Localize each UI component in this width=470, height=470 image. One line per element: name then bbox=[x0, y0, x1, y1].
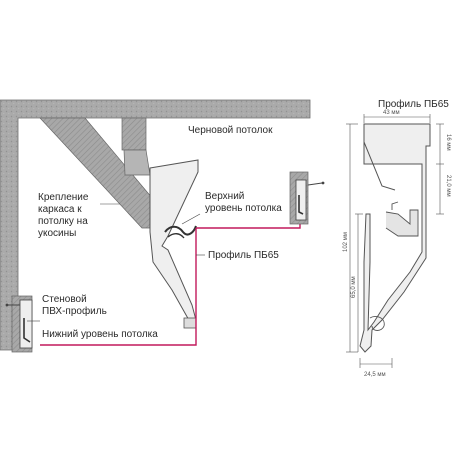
dimension-lines bbox=[346, 114, 444, 368]
label-rough-ceiling: Черновой потолок bbox=[188, 125, 273, 136]
label-frame-mount-line-1: Крепление bbox=[38, 192, 89, 203]
dim-total: 102 мм bbox=[343, 232, 349, 252]
dim-seg-65: 65,0 мм bbox=[351, 276, 357, 298]
profile-section bbox=[359, 123, 431, 353]
dim-bottom-width: 24,5 мм bbox=[364, 372, 386, 378]
label-frame-mount-line-3: потолку на bbox=[38, 216, 88, 227]
upper-wall-profile bbox=[289, 171, 325, 225]
callout-leaders bbox=[27, 203, 205, 322]
label-upper-level: Верхний уровень потолка bbox=[205, 191, 282, 214]
label-frame-mount-line-2: каркаса к bbox=[38, 204, 82, 215]
dim-top-width: 43 мм bbox=[383, 110, 400, 116]
section-title: Профиль ПБ65 bbox=[378, 98, 449, 110]
label-wall-profile-line-1: Стеновой bbox=[42, 294, 87, 305]
label-upper-level-line-2: уровень потолка bbox=[205, 203, 282, 214]
label-wall-profile: Стеновой ПВХ-профиль bbox=[42, 294, 107, 317]
label-profile-pb65: Профиль ПБ65 bbox=[208, 249, 279, 261]
label-upper-level-line-1: Верхний bbox=[205, 191, 244, 202]
label-frame-mount: Крепление каркаса к потолку на укосины bbox=[38, 192, 91, 239]
label-lower-level: Нижний уровень потолка bbox=[42, 329, 158, 340]
label-wall-profile-line-2: ПВХ-профиль bbox=[42, 305, 107, 317]
label-frame-mount-line-4: укосины bbox=[38, 228, 76, 239]
lower-wall-profile bbox=[5, 295, 33, 353]
dim-seg-16: 16 мм bbox=[445, 134, 451, 151]
concrete-structure bbox=[0, 99, 311, 351]
dim-seg-21: 21,0 мм bbox=[445, 175, 451, 197]
profile-pb65-installed bbox=[149, 159, 199, 329]
